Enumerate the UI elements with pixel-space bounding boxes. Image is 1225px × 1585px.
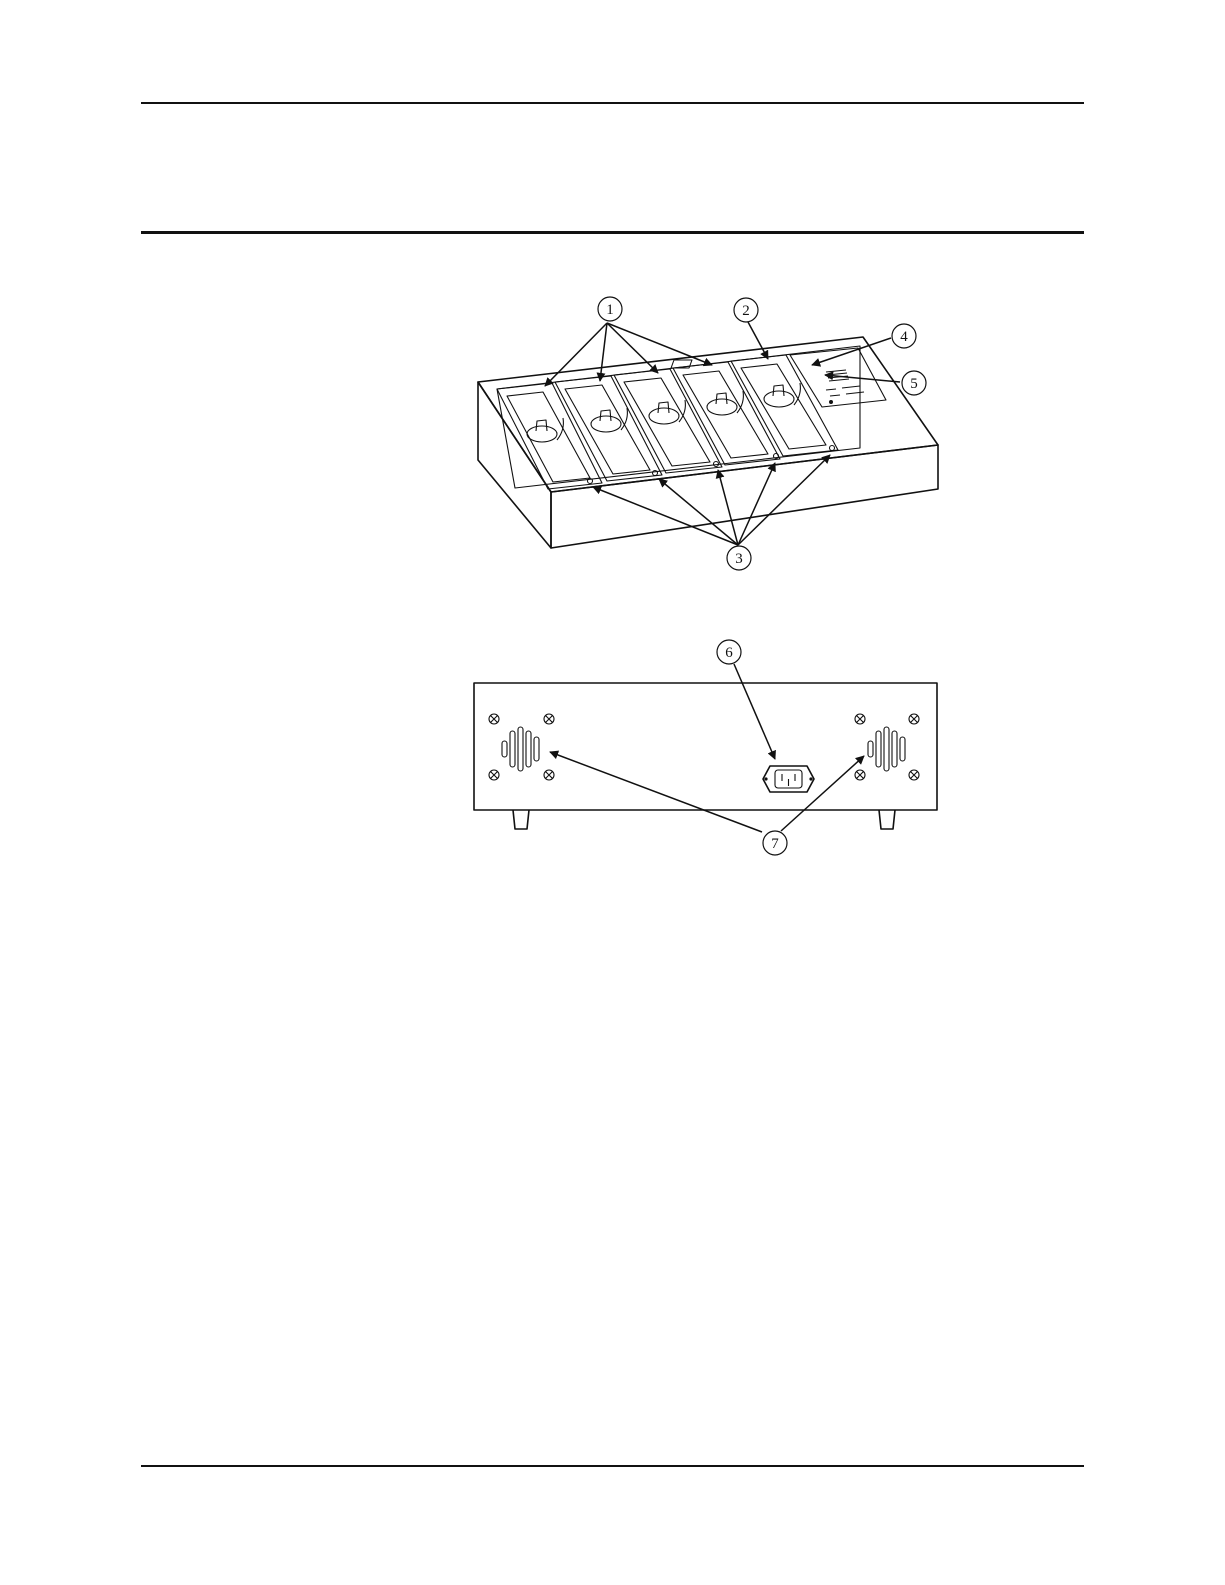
callout-6: 6: [717, 640, 741, 664]
callout-7: 7: [763, 831, 787, 855]
callout-7-leader-right: [781, 756, 864, 831]
charger-front-face: [551, 445, 938, 548]
left-foot: [513, 810, 529, 829]
svg-text:5: 5: [910, 376, 918, 392]
callout-4: 4: [892, 324, 916, 348]
callout-5: 5: [902, 371, 926, 395]
status-led-icon: [829, 400, 833, 404]
screw-icon: [855, 714, 865, 724]
callout-1-leaders: [545, 323, 712, 386]
callout-2-leader: [748, 322, 768, 359]
charging-pocket-3: [614, 369, 722, 473]
rear-view: 6 7: [474, 640, 937, 855]
callout-7-leader-left: [550, 752, 762, 832]
screw-icon: [544, 714, 554, 724]
callout-2: 2: [734, 298, 758, 322]
svg-text:6: 6: [725, 645, 733, 661]
right-foot: [879, 810, 895, 829]
callout-5-leader: [825, 375, 900, 382]
callout-6-leader: [734, 664, 775, 759]
screw-icon: [489, 714, 499, 724]
front-view: 1 2 4 5 3: [478, 297, 938, 570]
callout-3: 3: [727, 546, 751, 570]
power-inlet-icon: [763, 766, 814, 792]
screw-icon: [544, 770, 554, 780]
svg-text:2: 2: [742, 303, 750, 319]
screw-icon: [855, 770, 865, 780]
screw-icon: [489, 770, 499, 780]
svg-text:1: 1: [606, 302, 614, 318]
screw-icon: [909, 714, 919, 724]
charging-pocket-4: [673, 362, 780, 465]
right-vent: [855, 714, 919, 780]
charger-left-face: [478, 382, 551, 548]
charging-pocket-5: [731, 355, 838, 456]
screw-icon: [909, 770, 919, 780]
svg-text:7: 7: [771, 836, 779, 852]
left-vent: [489, 714, 554, 780]
svg-text:3: 3: [735, 551, 743, 567]
svg-text:4: 4: [900, 329, 908, 345]
charging-pocket-2: [555, 376, 662, 481]
callout-1: 1: [598, 297, 622, 321]
